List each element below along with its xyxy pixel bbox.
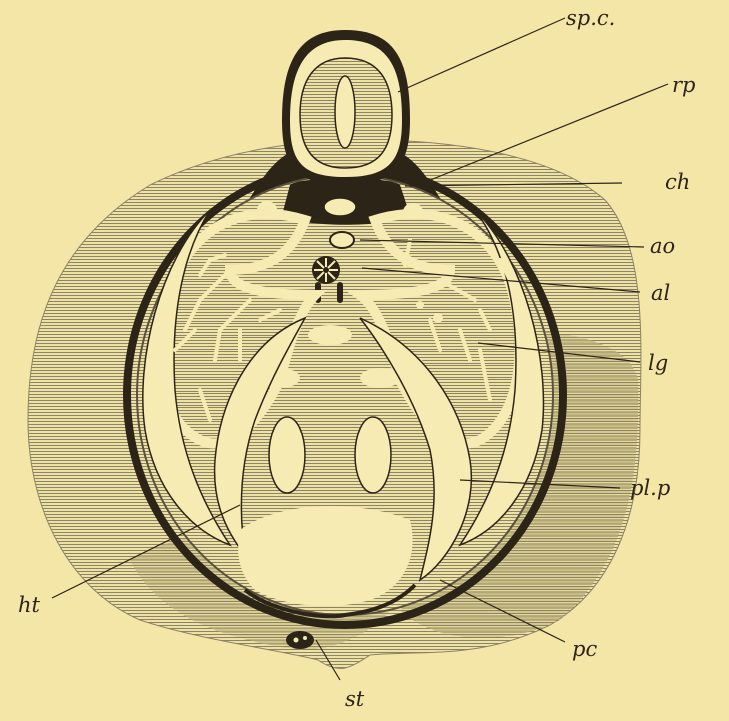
label-spinal-cord: sp.c. <box>566 6 615 30</box>
alimentary-canal <box>312 256 340 284</box>
label-lg: lg <box>648 351 668 375</box>
heart <box>238 506 412 606</box>
spinal-cord <box>282 30 410 185</box>
ventral-organ <box>308 325 352 345</box>
label-st: st <box>345 687 365 711</box>
label-ht: ht <box>18 593 41 617</box>
label-ch: ch <box>665 170 690 194</box>
label-al: al <box>651 281 670 305</box>
ventral-organ <box>360 368 400 388</box>
lung-vessel <box>416 301 424 309</box>
label-rp: rp <box>672 73 695 97</box>
aorta <box>330 232 354 248</box>
sternum <box>286 631 314 649</box>
lung-vessel <box>433 313 443 323</box>
label-plp: pl.p <box>630 476 670 500</box>
notochord <box>324 198 356 216</box>
label-pc: pc <box>572 637 597 661</box>
cardinal-vein-left <box>269 417 305 493</box>
cardinal-vein-right <box>355 417 391 493</box>
label-ao: ao <box>650 234 675 258</box>
